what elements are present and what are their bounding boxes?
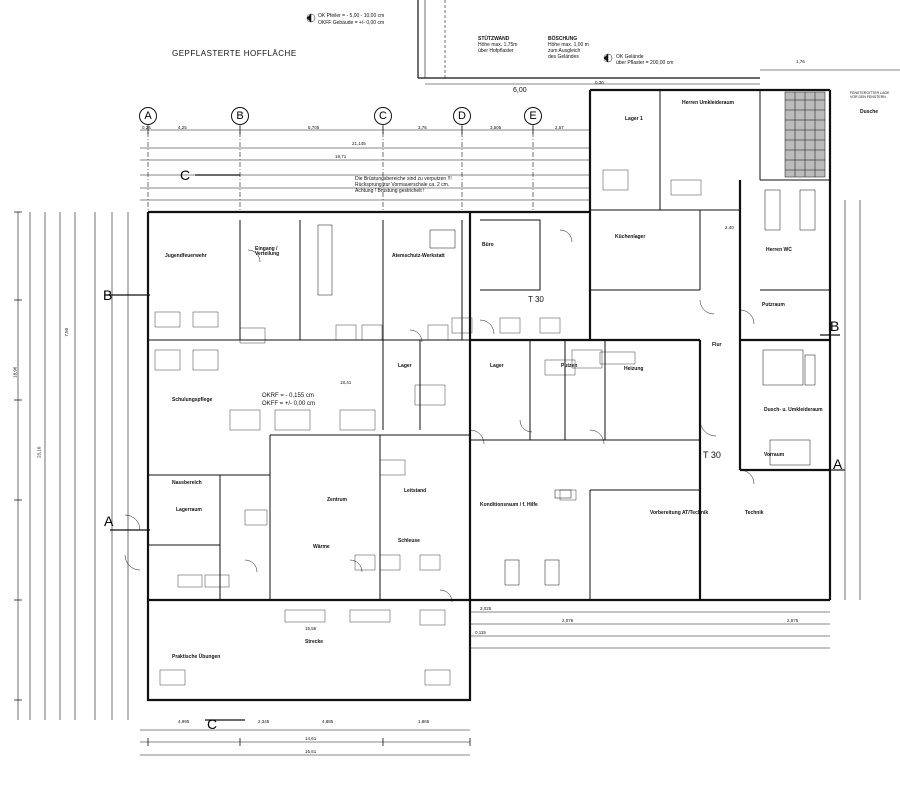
section-a-right: A <box>833 456 843 472</box>
dim-2-345: 2,345 <box>258 719 270 724</box>
room-vorraum: Vorraum <box>764 452 785 458</box>
room-nassbereich: Nassbereich <box>172 480 202 486</box>
dim-18-71: 18,71 <box>335 154 347 159</box>
dim-16-61: 16,61 <box>305 749 317 754</box>
dim-0-24: 0,24 <box>142 125 151 130</box>
room-technik: Technik <box>745 510 764 516</box>
section-b-right: B <box>830 318 840 334</box>
axis-label-a: A <box>139 107 157 125</box>
slope-ref-2: des Geländes <box>548 54 579 60</box>
room-jugendfeuerwehr: Jugendfeuerwehr <box>165 253 207 259</box>
dim-2-875: 2,875 <box>787 618 799 623</box>
dim-6-00: 6,00 <box>513 87 527 94</box>
axis-label-e: E <box>524 107 542 125</box>
room-buero: Büro <box>482 242 494 248</box>
dim-4-885: 4,885 <box>322 719 334 724</box>
section-b-left: B <box>103 287 113 303</box>
level-okrf: OKRF = - 0,155 cm <box>262 393 314 399</box>
dim-2-076: 2,076 <box>562 618 574 623</box>
slope-height: Höhe max. 1,00 m <box>548 42 589 48</box>
plaster-note-3: Achtung ! Brüstung gestrichelt ! <box>355 188 425 194</box>
pillar-note: OK Pfeiler = - 5,00 - 10,00 cm <box>318 13 385 19</box>
room-praktische-uebungen: Praktische Übungen <box>172 654 221 660</box>
dim-15-56: 15,56 <box>305 626 317 631</box>
room-konditionsraum: Konditionsraum / f. Hilfe <box>480 502 538 508</box>
window-grille-note: FENSTERGITTER LAGE VOR DEN FENSTERN <box>850 91 890 99</box>
room-herren-wc: Herren WC <box>766 247 792 253</box>
room-kuechenlager: Küchenlager <box>615 234 646 240</box>
room-putzraum: Putzraum <box>762 302 785 308</box>
slope-title: BÖSCHUNG <box>548 36 578 42</box>
dim-1-865: 1,865 <box>418 719 430 724</box>
section-c-top: C <box>180 167 191 183</box>
wall-ref: über Hofpflaster <box>478 48 514 54</box>
wall-title: STÜTZWAND <box>478 36 510 42</box>
room-lagerraum: Lagerraum <box>176 507 202 513</box>
room-vorbereitung: Vorbereitung AT/Technik <box>650 510 709 516</box>
dim-1-76: 1,76 <box>796 59 805 64</box>
room-waerme: Wärme <box>313 544 330 550</box>
room-zentrum: Zentrum <box>327 497 347 503</box>
yard-heading: GEPFLASTERTE HOFFLÄCHE <box>172 49 297 58</box>
dim-3-76: 3,76 <box>418 125 427 130</box>
dim-4-995: 4,995 <box>178 719 190 724</box>
section-a-left: A <box>104 513 114 529</box>
slope-ref: zum Ausgleich <box>548 48 581 54</box>
section-c-bottom: C <box>207 716 218 732</box>
room-dusche: Dusche <box>860 109 879 115</box>
level-okff: OKFF = +/- 0,00 cm <box>262 401 316 407</box>
room-flur-right: Flur <box>712 342 722 348</box>
terrain-value: über Pflaster = 200,00 cm <box>616 60 674 66</box>
dim-14-61: 14,61 <box>305 736 317 741</box>
dim-3-505: 3,505 <box>490 125 502 130</box>
room-atemschutz: Atemschutz-Werkstatt <box>392 253 445 259</box>
fire-rating-t30-upper: T 30 <box>528 295 544 304</box>
terrain-note: OK Gelände <box>616 54 644 60</box>
room-schleuse: Schleuse <box>398 538 420 544</box>
dim-4-25: 4,25 <box>178 125 187 130</box>
axis-label-b: B <box>231 107 249 125</box>
fire-rating-t30-right: T 30 <box>703 450 721 460</box>
room-dusch-umkleide: Dusch- u. Umkleideraum <box>764 407 823 413</box>
room-herren-umkleide: Herren Umkleideraum <box>682 100 734 106</box>
dim-7-50: 7,50 <box>64 327 70 337</box>
dim-23-10: 23,10 <box>36 446 42 458</box>
room-leitstand: Leitstand <box>404 488 427 494</box>
room-lager-mid: Lager <box>398 363 412 369</box>
axis-label-c: C <box>374 107 392 125</box>
building-floor-note: OKFF Gebäude = +/- 0,00 cm <box>318 20 385 26</box>
room-strecke: Strecke <box>305 639 324 645</box>
room-putzen: Putzen <box>561 363 578 369</box>
dim-0-30: 0,30 <box>595 80 604 85</box>
wall-height: Höhe max. 1,75m <box>478 42 518 48</box>
room-heizung: Heizung <box>624 366 644 372</box>
dim-18-96: 18,96 <box>12 366 18 378</box>
plaster-note: Die Brüstungsbereiche sind zu verputzen … <box>355 176 452 182</box>
room-eingang: Eingang / Verteilung <box>255 246 280 257</box>
dim-18-41: 18,41 <box>340 380 352 385</box>
room-lager-right: Lager <box>490 363 504 369</box>
room-lager-1: Lager 1 <box>625 116 643 122</box>
dim-21-145: 21,145 <box>352 141 366 146</box>
axis-label-d: D <box>453 107 471 125</box>
dim-2-57: 2,57 <box>555 125 564 130</box>
dim-2-40: 2,40 <box>725 225 734 230</box>
dim-3-025: 3,025 <box>480 606 492 611</box>
room-schulungspflege: Schulungspflege <box>172 397 213 403</box>
dim-5-705: 5,705 <box>308 125 320 130</box>
dim-0-115: 0,115 <box>475 630 486 635</box>
plaster-note-2: Rücksprung zur Vormauerschale ca. 2 cm. <box>355 182 450 188</box>
